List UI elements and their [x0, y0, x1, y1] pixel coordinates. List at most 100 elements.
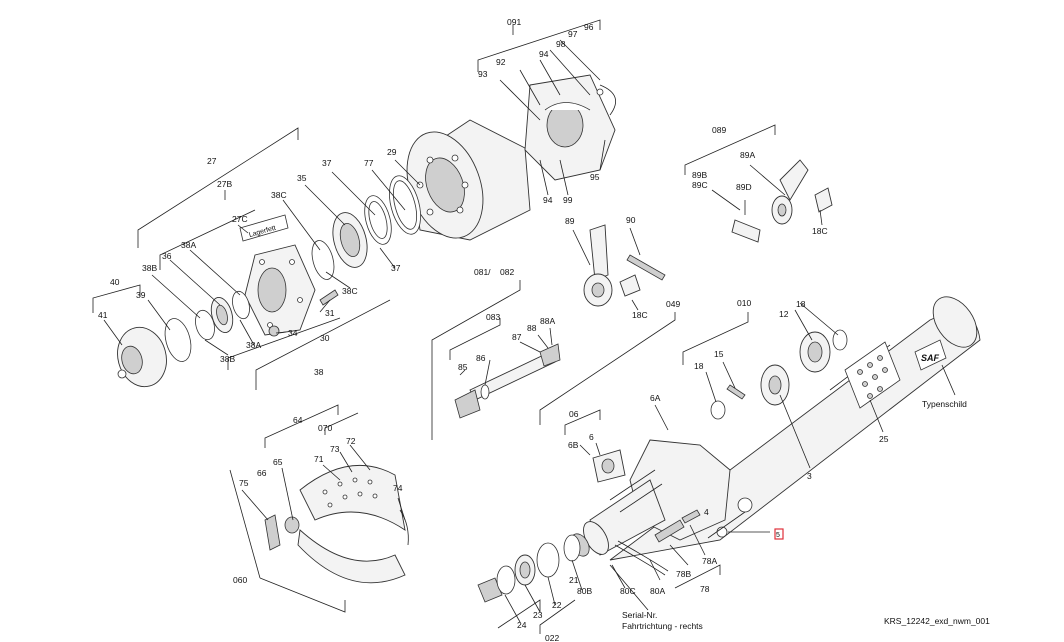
callout-37-a: 37 [322, 158, 332, 168]
callout-65: 65 [273, 457, 283, 467]
callout-94-a: 94 [539, 49, 549, 59]
callout-78: 78 [700, 584, 710, 594]
callout-labels: 091 96 97 98 94 92 93 94 99 95 089 89A 8… [98, 17, 990, 642]
callout-80A: 80A [650, 586, 665, 596]
hub-cap-40 [117, 326, 167, 388]
callout-39: 39 [136, 290, 146, 300]
callout-27B: 27B [217, 179, 232, 189]
bushing-18b [710, 400, 726, 420]
callout-31: 31 [325, 308, 335, 318]
hose-78B [614, 540, 669, 576]
callout-5: 5 [776, 532, 780, 539]
callout-38C-b: 38C [342, 286, 358, 296]
clevis-89B [731, 219, 761, 243]
pin-4 [681, 509, 701, 524]
leader-lines [92, 19, 956, 634]
callout-089: 089 [712, 125, 726, 135]
callout-34: 34 [288, 328, 298, 338]
callout-77: 77 [364, 158, 374, 168]
callout-6A: 6A [650, 393, 661, 403]
callout-36: 36 [162, 251, 172, 261]
callout-89A: 89A [740, 150, 755, 160]
callout-87: 87 [512, 332, 522, 342]
callout-96: 96 [584, 22, 594, 32]
seal-38A [232, 290, 250, 320]
callout-74: 74 [393, 483, 403, 493]
bracket-18C-a [814, 187, 833, 213]
callout-89B: 89B [692, 170, 707, 180]
callout-35: 35 [297, 173, 307, 183]
slack-adjuster-89 [583, 224, 613, 307]
bracket-18C-b [619, 274, 641, 297]
callout-070: 070 [318, 423, 332, 433]
callout-38A-a: 38A [181, 240, 196, 250]
callout-80C: 80C [620, 586, 636, 596]
callout-94-b: 94 [543, 195, 553, 205]
callout-082: 082 [500, 267, 514, 277]
callout-37-b: 37 [391, 263, 401, 273]
callout-30: 30 [320, 333, 330, 343]
callout-88: 88 [527, 323, 537, 333]
bearing-35 [332, 212, 368, 268]
callout-15: 15 [714, 349, 724, 359]
slack-adjuster-89A [771, 159, 809, 225]
bearing-36 [210, 296, 234, 334]
callout-38A-b: 38A [246, 340, 261, 350]
washer-23 [496, 565, 516, 595]
callout-022: 022 [545, 633, 559, 642]
callout-091: 091 [507, 17, 521, 27]
nut-34 [268, 325, 280, 337]
nut-24 [477, 577, 503, 603]
callout-21: 21 [569, 575, 579, 585]
callout-060: 060 [233, 575, 247, 585]
callout-18-b: 18 [694, 361, 704, 371]
callout-18C-a: 18C [812, 226, 828, 236]
callout-89D: 89D [736, 182, 752, 192]
callout-18-a: 18 [796, 299, 806, 309]
brake-drum-29 [406, 119, 531, 241]
callout-081: 081/ [474, 267, 491, 277]
callout-80B: 80B [577, 586, 592, 596]
callout-86: 86 [476, 353, 486, 363]
dust-shield-091 [524, 74, 617, 181]
callout-78B: 78B [676, 569, 691, 579]
fahrtrichtung-label: Fahrtrichtung - rechts [622, 621, 703, 631]
callout-40: 40 [110, 277, 120, 287]
callout-73: 73 [330, 444, 340, 454]
callout-4: 4 [704, 507, 709, 517]
saf-logo-text: SAF [921, 353, 940, 363]
callout-marker-5 [774, 528, 784, 540]
axle-spindle [570, 439, 731, 557]
callout-97: 97 [568, 29, 578, 39]
callout-38B-a: 38B [142, 263, 157, 273]
bolt-15 [726, 384, 746, 400]
callout-3: 3 [807, 471, 812, 481]
callout-64: 64 [293, 415, 303, 425]
gasket-39 [164, 318, 192, 362]
wheel-bolt-31 [319, 289, 339, 306]
callout-12: 12 [779, 309, 789, 319]
saf-logo: SAF [914, 339, 947, 371]
callout-75: 75 [239, 478, 249, 488]
callout-93: 93 [478, 69, 488, 79]
callout-6B: 6B [568, 440, 579, 450]
type-plate-25 [844, 341, 901, 409]
callout-049: 049 [666, 299, 680, 309]
spring-74 [399, 509, 409, 546]
flange-3 [760, 364, 790, 406]
drawing-id: KRS_12242_exd_nwm_001 [884, 616, 990, 626]
callout-88A: 88A [540, 316, 555, 326]
callout-18C-b: 18C [632, 310, 648, 320]
callout-41: 41 [98, 310, 108, 320]
callout-71: 71 [314, 454, 324, 464]
callout-89C: 89C [692, 180, 708, 190]
callout-38: 38 [314, 367, 324, 377]
callout-010: 010 [737, 298, 751, 308]
callout-95: 95 [590, 172, 600, 182]
bracket-6 [592, 449, 626, 483]
spring-75 [264, 514, 281, 551]
callout-99: 99 [563, 195, 573, 205]
abs-ring-77 [389, 175, 421, 235]
o-ring-5 [716, 497, 753, 538]
seal-80B [563, 534, 581, 562]
